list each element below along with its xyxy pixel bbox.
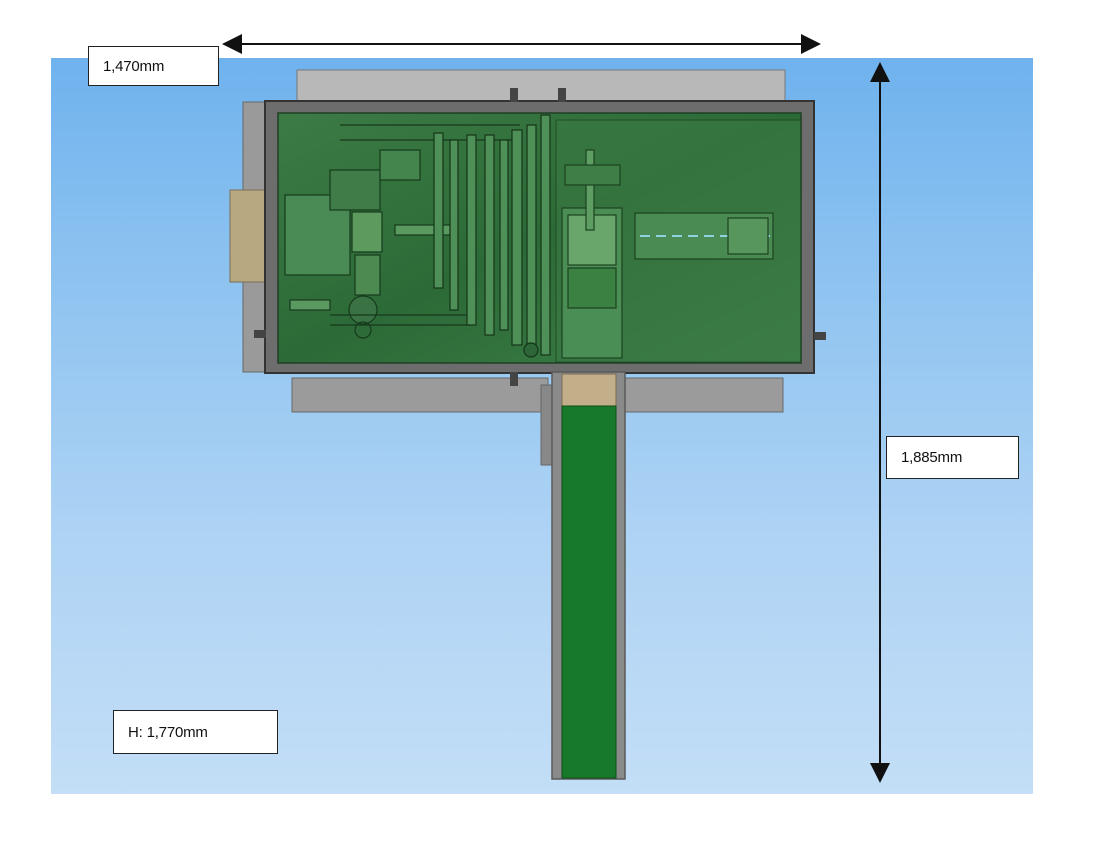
height-dimension-label: H: 1,770mm — [113, 710, 278, 754]
left-tan-plate — [229, 189, 269, 283]
bottom-rail-right — [617, 377, 784, 413]
depth-dimension-label: 1,885mm — [886, 436, 1019, 479]
conveyor-tan-cap — [561, 373, 617, 407]
vertical-rods — [433, 114, 551, 358]
top-cover-plate — [296, 69, 786, 103]
bottom-rail-left — [291, 377, 549, 413]
mechanism-left — [284, 124, 520, 339]
width-dimension-label: 1,470mm — [88, 46, 219, 86]
bottom-rail-post — [540, 384, 554, 466]
conveyor-belt — [561, 405, 617, 779]
mechanism-right — [555, 119, 802, 363]
